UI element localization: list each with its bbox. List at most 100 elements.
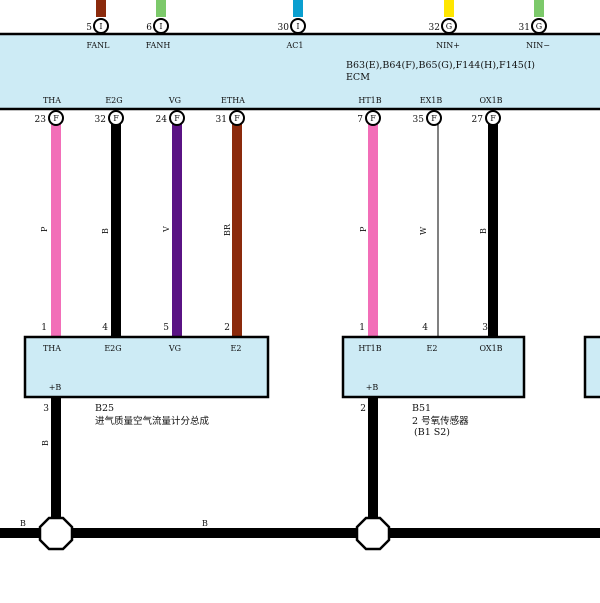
pin-number: 24 xyxy=(156,115,168,125)
wire-color-code: P xyxy=(40,226,49,232)
wire-o2-power xyxy=(368,397,378,521)
wire-color-code: V xyxy=(162,226,171,233)
connector-letter: F xyxy=(234,114,240,123)
o2-sub: (B1 S2) xyxy=(414,427,450,438)
pin-number: 32 xyxy=(95,115,106,125)
wire-maf-power xyxy=(51,397,61,521)
pin-number: 23 xyxy=(35,115,47,125)
ecm-top-pin: 32 G NIN+ xyxy=(429,18,460,50)
pin-number: 1 xyxy=(359,323,365,333)
connector-letter: G xyxy=(536,22,542,31)
o2-sensor-box xyxy=(341,335,526,399)
wire-color-code: P xyxy=(359,226,368,232)
ecm-box xyxy=(0,32,600,111)
pin-number: 35 xyxy=(413,115,425,125)
signal-label: FANH xyxy=(146,41,171,50)
ecm-bottom-pin: 24 F xyxy=(156,110,185,126)
ecm-bottom-pin: 27 F xyxy=(472,110,501,126)
wire-tha xyxy=(51,124,61,338)
signal-label: E2G xyxy=(105,96,122,105)
connector-letter: F xyxy=(431,114,437,123)
signal-label: ETHA xyxy=(221,96,245,105)
connector-letter: F xyxy=(53,114,59,123)
ecm-bottom-pin: 31 F xyxy=(216,110,245,126)
wire-color-code: W xyxy=(419,226,428,235)
pin-number: 5 xyxy=(163,323,169,333)
ecm-bottom-pin: 7 F xyxy=(357,110,381,126)
signal-label: HT1B xyxy=(358,344,381,353)
wire-nin-plus xyxy=(444,0,454,17)
power-label: +B xyxy=(49,383,62,392)
signal-label: E2 xyxy=(231,344,242,353)
signal-label: OX1B xyxy=(479,96,502,105)
pin-number: 3 xyxy=(482,323,488,333)
connector-letter: F xyxy=(370,114,376,123)
connector-letter: I xyxy=(159,22,162,31)
signal-label: AC1 xyxy=(286,41,304,50)
pin-number: 2 xyxy=(224,323,230,333)
connector-letter: G xyxy=(446,22,452,31)
wire-color-code: B xyxy=(101,228,110,234)
signal-label: E2 xyxy=(427,344,438,353)
maf-box xyxy=(23,335,270,399)
ecm-top-pin: 30 I AC1 xyxy=(278,18,306,50)
signal-label: HT1B xyxy=(358,96,381,105)
ecm-top-pin: 5 I FANL xyxy=(86,18,111,50)
pin-number: 6 xyxy=(146,23,152,33)
pin-number: 3 xyxy=(43,404,49,414)
pin-number: 31 xyxy=(216,115,227,125)
signal-label: VG xyxy=(168,96,181,105)
wire-fanh xyxy=(156,0,166,17)
wire-ox1b xyxy=(488,124,498,338)
wire-fanl xyxy=(96,0,106,17)
ecm-name: ECM xyxy=(346,72,370,83)
wire-color-code: B xyxy=(41,440,50,446)
splice-point xyxy=(38,516,74,551)
top-wires xyxy=(96,0,544,17)
signal-label: EX1B xyxy=(420,96,443,105)
signal-label: NIN+ xyxy=(436,41,460,50)
ecm-connector-codes: B63(E),B64(F),B65(G),F144(H),F145(I) xyxy=(346,60,535,71)
signal-label: VG xyxy=(168,344,181,353)
wire-ht1b xyxy=(368,124,378,338)
connector-letter: F xyxy=(490,114,496,123)
pin-number: 7 xyxy=(357,115,363,125)
wire-etha xyxy=(232,124,242,338)
wire-nin-minus xyxy=(534,0,544,17)
maf-id: B25 xyxy=(95,403,114,414)
pin-number: 31 xyxy=(519,23,530,33)
pin-number: 1 xyxy=(41,323,47,333)
ecm-bottom-pin: 32 F xyxy=(95,110,124,126)
wire-color-code: B xyxy=(202,519,208,528)
partial-component-box xyxy=(583,335,600,399)
ecm-top-pin: 31 G NIN− xyxy=(519,18,550,50)
signal-label: THA xyxy=(43,344,61,353)
signal-label: NIN− xyxy=(526,41,550,50)
signal-label: E2G xyxy=(104,344,121,353)
power-label: +B xyxy=(366,383,379,392)
pin-number: 4 xyxy=(422,323,428,333)
o2-id: B51 xyxy=(412,403,431,414)
connector-letter: I xyxy=(296,22,299,31)
signal-label: THA xyxy=(43,96,61,105)
signal-label: FANL xyxy=(87,41,111,50)
pin-number: 4 xyxy=(102,323,108,333)
splice-point xyxy=(355,516,391,551)
wire-vg xyxy=(172,124,182,338)
wire-ac1 xyxy=(293,0,303,17)
wire-color-code: BR xyxy=(223,223,232,236)
ecm-bottom-pin: 23 F xyxy=(35,110,64,126)
connector-letter: F xyxy=(113,114,119,123)
wire-color-code: B xyxy=(20,519,26,528)
ecm-top-pin: 6 I FANH xyxy=(146,18,171,50)
pin-number: 27 xyxy=(472,115,484,125)
pin-number: 5 xyxy=(86,23,92,33)
pin-number: 30 xyxy=(278,23,290,33)
wire-color-code: B xyxy=(479,228,488,234)
pin-number: 2 xyxy=(360,404,366,414)
connector-letter: I xyxy=(99,22,102,31)
wire-e2g xyxy=(111,124,121,338)
maf-name: 进气质量空气流量计分总成 xyxy=(95,415,210,427)
ecm-bottom-pin: 35 F xyxy=(413,110,442,126)
